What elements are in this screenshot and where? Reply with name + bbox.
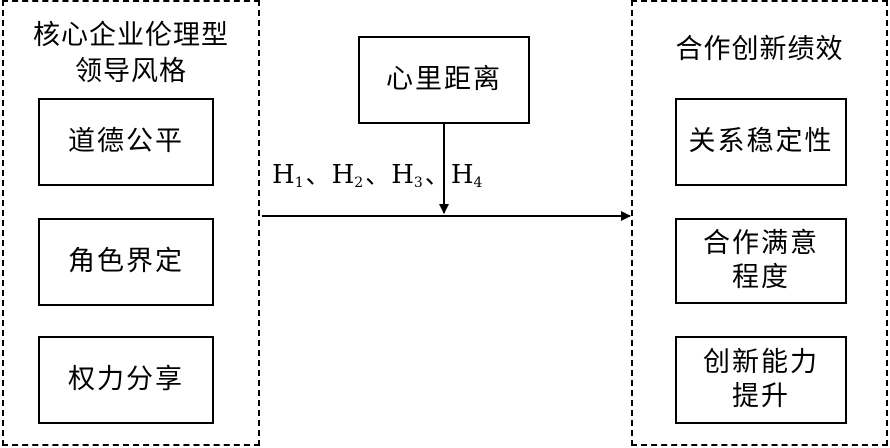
outcome-box-cooperation-satisfaction: 合作满意 程度 bbox=[675, 218, 847, 304]
dimension-box-power-sharing: 权力分享 bbox=[38, 336, 214, 424]
hypothesis-letter: H bbox=[450, 160, 474, 190]
hypothesis-letter: H bbox=[391, 160, 414, 190]
independent-variable-group: 核心企业伦理型 领导风格 bbox=[2, 0, 260, 446]
hypothesis-separator: 、 bbox=[305, 161, 330, 189]
hypothesis-item: H3 bbox=[391, 160, 423, 191]
dependent-variable-title: 合作创新绩效 bbox=[675, 34, 844, 65]
outcome-box-innovation-capability: 创新能力 提升 bbox=[675, 336, 847, 424]
dimension-box-moral-fairness: 道德公平 bbox=[38, 98, 214, 186]
hypothesis-item: H1 bbox=[272, 160, 304, 191]
independent-variable-title: 核心企业伦理型 领导风格 bbox=[33, 20, 229, 87]
hypothesis-subscript: 1 bbox=[294, 175, 304, 191]
hypothesis-label: H1、H2、H3、H4 bbox=[272, 158, 482, 200]
hypothesis-subscript: 4 bbox=[473, 175, 483, 191]
outcome-box-relationship-stability: 关系稳定性 bbox=[675, 98, 847, 186]
hypothesis-letter: H bbox=[331, 160, 355, 190]
mediator-box: 心里距离 bbox=[358, 36, 530, 124]
hypothesis-subscript: 3 bbox=[413, 175, 423, 191]
hypothesis-separator: 、 bbox=[424, 161, 449, 189]
hypothesis-subscript: 2 bbox=[354, 175, 364, 191]
hypothesis-letter: H bbox=[272, 160, 295, 190]
dependent-variable-group: 合作创新绩效 bbox=[631, 0, 888, 446]
hypothesis-separator: 、 bbox=[365, 161, 390, 189]
hypothesis-item: H2 bbox=[331, 160, 364, 191]
hypothesis-item: H4 bbox=[450, 160, 483, 191]
dimension-box-role-definition: 角色界定 bbox=[38, 218, 214, 306]
